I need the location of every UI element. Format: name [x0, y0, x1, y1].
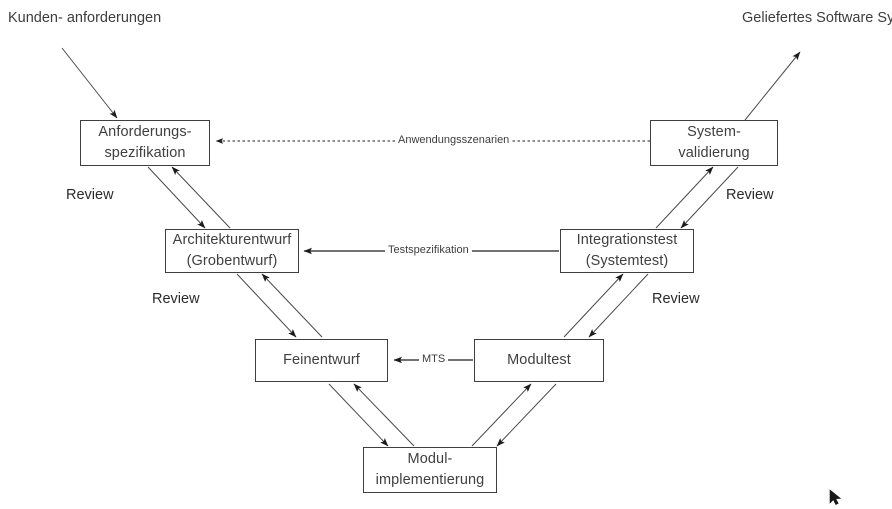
edge-label-testspezifikation: Testspezifikation: [385, 244, 472, 256]
edge-anforderungsspezifikation-to-architekturentwurf: [147, 166, 206, 229]
edge-integrationstest-to-systemvalidierung: [655, 166, 714, 229]
edge-modulimplementierung-to-modultest: [471, 383, 532, 447]
edge-modultest-to-integrationstest: [563, 273, 624, 338]
node-integrationstest[interactable]: Integrationstest (Systemtest): [560, 229, 694, 273]
external-input-label: Kunden- anforderungen: [8, 8, 161, 30]
node-systemvalidierung[interactable]: System- validierung: [650, 120, 778, 166]
node-modulimplementierung[interactable]: Modul- implementierung: [363, 447, 497, 493]
edge-systemvalidierung-to-integrationstest: [680, 166, 739, 229]
edge-integrationstest-to-modultest: [588, 273, 649, 338]
node-integrationstest-line2: (Systemtest): [585, 253, 669, 269]
review-label-right-mid: Review: [652, 291, 700, 307]
edge-systemvalidierung-to-geliefertes-system: [744, 51, 801, 121]
node-architekturentwurf-line1: Architekturentwurf: [172, 231, 292, 248]
node-systemvalidierung-line2: validierung: [678, 145, 750, 161]
node-anforderungsspezifikation-line2: spezifikation: [104, 145, 186, 161]
edge-architekturentwurf-to-feinentwurf: [236, 273, 297, 338]
node-integrationstest-line1: Integrationstest: [576, 231, 678, 248]
node-systemvalidierung-line1: System-: [687, 123, 741, 140]
external-input-line2: anforderungen: [66, 10, 162, 26]
mouse-cursor-icon: [829, 489, 842, 506]
edge-feinentwurf-to-architekturentwurf: [261, 273, 323, 338]
node-architekturentwurf[interactable]: Architekturentwurf (Grobentwurf): [165, 229, 299, 273]
review-label-left-mid: Review: [152, 291, 200, 307]
external-output-label: Geliefertes Software System: [742, 8, 892, 30]
node-modulimplementierung-line2: implementierung: [375, 472, 485, 488]
external-output-line1: Geliefertes Software: [742, 10, 874, 26]
review-label-left-top: Review: [66, 187, 114, 203]
external-input-line1: Kunden-: [8, 10, 63, 26]
node-architekturentwurf-line2: (Grobentwurf): [186, 253, 278, 269]
node-anforderungsspezifikation[interactable]: Anforderungs- spezifikation: [80, 120, 210, 166]
node-modulimplementierung-line1: Modul-: [407, 450, 453, 467]
edge-label-anwendungsszenarien: Anwendungsszenarien: [395, 134, 513, 146]
node-anforderungsspezifikation-line1: Anforderungs-: [98, 123, 192, 140]
node-modultest-line1: Modultest: [507, 351, 571, 368]
node-modultest[interactable]: Modultest: [474, 339, 604, 382]
node-feinentwurf-line1: Feinentwurf: [283, 351, 360, 368]
edge-label-mts: MTS: [419, 353, 449, 365]
edge-modulimplementierung-to-feinentwurf: [353, 383, 415, 447]
edge-kundenanforderungen-to-anforderungsspezifikation: [61, 47, 118, 119]
edge-architekturentwurf-to-anforderungsspezifikation: [171, 166, 231, 229]
review-label-right-top: Review: [726, 187, 774, 203]
external-output-line2: System: [877, 10, 892, 26]
edge-feinentwurf-to-modulimplementierung: [328, 383, 389, 447]
node-feinentwurf[interactable]: Feinentwurf: [255, 339, 388, 382]
edge-modultest-to-modulimplementierung: [496, 383, 557, 447]
